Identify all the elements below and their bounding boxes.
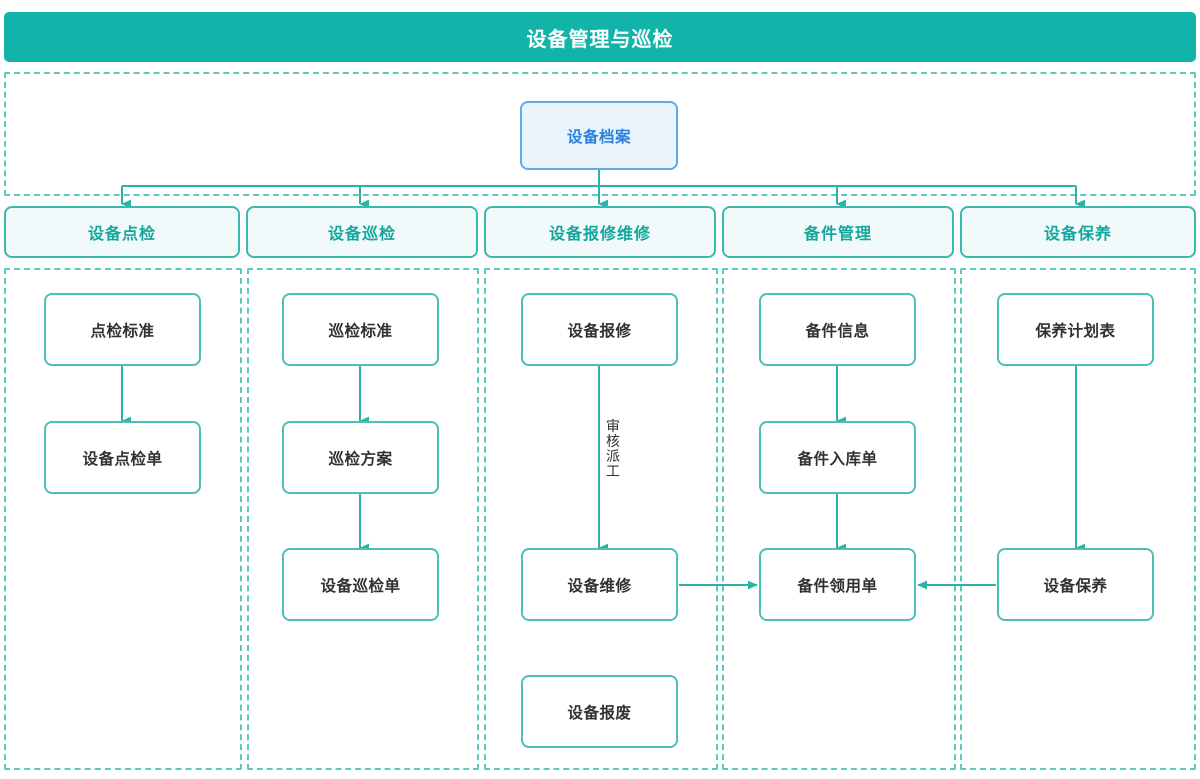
column-region-5	[960, 268, 1196, 770]
category-header-label: 设备报修维修	[548, 226, 651, 243]
page-header-banner: 设备管理与巡检	[4, 12, 1196, 62]
node-equipment-archive[interactable]: 设备档案	[520, 101, 678, 170]
node-label: 设备报废	[567, 704, 632, 722]
edge-label-char-3: 派	[606, 448, 620, 465]
node-spare-part-inbound-sheet[interactable]: 备件入库单	[759, 421, 916, 494]
category-header-label: 设备点检	[87, 226, 156, 243]
column-region-1	[4, 268, 242, 770]
node-label: 备件信息	[805, 322, 870, 340]
edge-label-char-1: 审	[606, 418, 620, 434]
category-header-equipment-repair[interactable]: 设备报修维修	[484, 206, 716, 258]
page-title: 设备管理与巡检	[526, 28, 674, 51]
node-label: 设备点检单	[82, 450, 163, 468]
node-inspection-plan[interactable]: 巡检方案	[282, 421, 439, 494]
node-equipment-repair[interactable]: 设备维修	[521, 548, 678, 621]
node-spare-part-issue-sheet[interactable]: 备件领用单	[759, 548, 916, 621]
node-maintenance-plan-table[interactable]: 保养计划表	[997, 293, 1154, 366]
node-spot-check-standard[interactable]: 点检标准	[44, 293, 201, 366]
node-label: 设备巡检单	[320, 577, 401, 595]
node-label: 保养计划表	[1035, 322, 1116, 340]
node-label: 设备报修	[567, 322, 632, 340]
node-equipment-inspection-sheet[interactable]: 设备巡检单	[282, 548, 439, 621]
node-label: 巡检方案	[328, 450, 393, 468]
node-label: 备件领用单	[797, 577, 878, 595]
node-equipment-maintenance[interactable]: 设备保养	[997, 548, 1154, 621]
category-header-label: 设备巡检	[327, 226, 396, 243]
node-equipment-scrap[interactable]: 设备报废	[521, 675, 678, 748]
edge-label-char-4: 工	[606, 463, 620, 480]
column-region-4	[722, 268, 956, 770]
category-header-equipment-spot-check[interactable]: 设备点检	[4, 206, 240, 258]
category-header-label: 设备保养	[1043, 226, 1112, 243]
column-region-2	[247, 268, 479, 770]
category-header-equipment-inspection[interactable]: 设备巡检	[246, 206, 478, 258]
category-header-label: 备件管理	[803, 226, 872, 243]
edge-label-review-dispatch: 审 核 派 工	[604, 418, 622, 480]
node-label: 点检标准	[90, 322, 155, 340]
node-label: 巡检标准	[328, 322, 393, 340]
node-spare-part-info[interactable]: 备件信息	[759, 293, 916, 366]
node-label: 设备保养	[1043, 577, 1108, 595]
node-equipment-spot-check-sheet[interactable]: 设备点检单	[44, 421, 201, 494]
node-label: 设备档案	[566, 128, 631, 146]
node-label: 备件入库单	[797, 450, 878, 468]
category-header-equipment-maintenance[interactable]: 设备保养	[960, 206, 1196, 258]
edge-label-char-2: 核	[606, 433, 620, 450]
node-equipment-repair-request[interactable]: 设备报修	[521, 293, 678, 366]
column-region-3	[484, 268, 718, 770]
node-inspection-standard[interactable]: 巡检标准	[282, 293, 439, 366]
root-region-container	[4, 72, 1196, 196]
node-label: 设备维修	[567, 577, 632, 595]
category-header-spare-parts[interactable]: 备件管理	[722, 206, 954, 258]
